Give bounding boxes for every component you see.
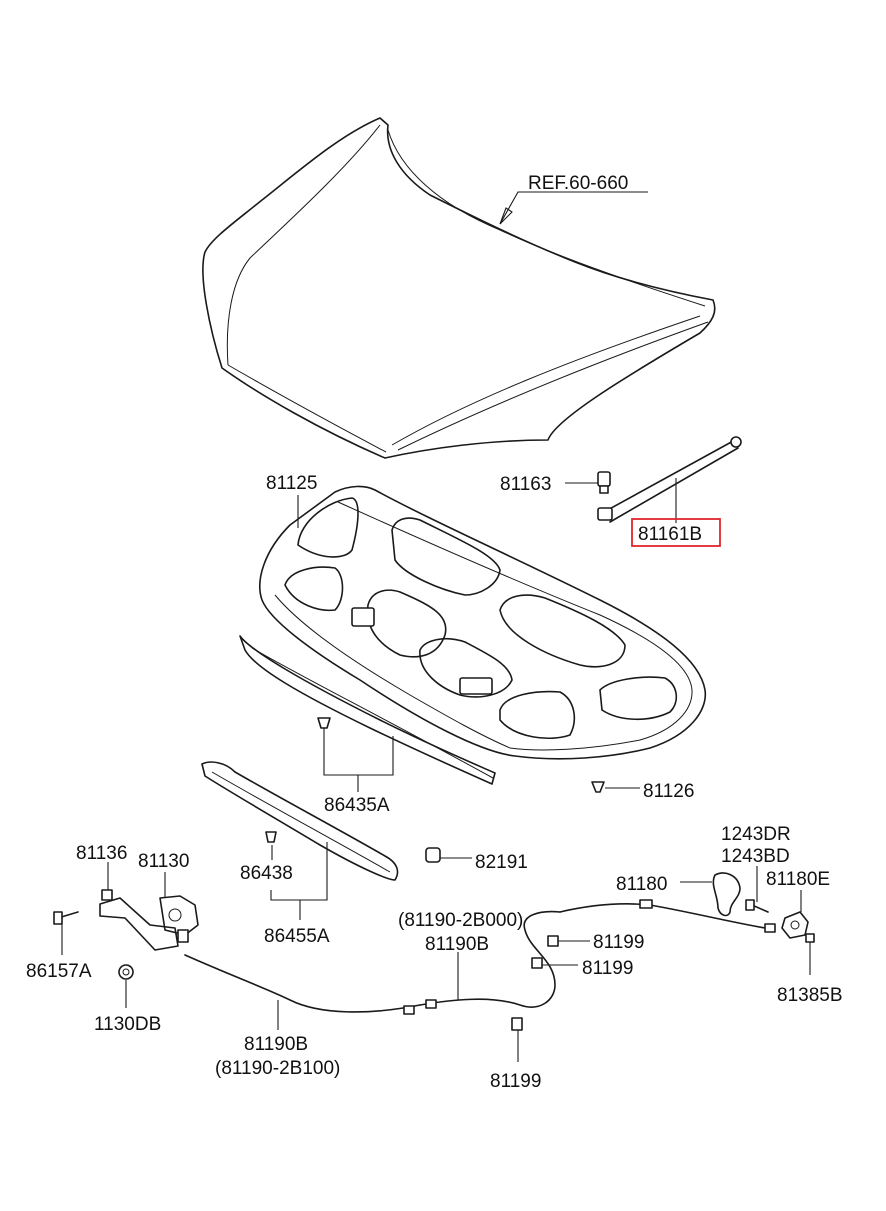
- label-81190b-upper: 81190B: [425, 934, 489, 955]
- label-81190b-lower: 81190B: [244, 1034, 308, 1055]
- label-81199-c: 81199: [490, 1071, 541, 1092]
- label-82191: 82191: [475, 852, 528, 873]
- label-81199-b: 81199: [582, 958, 633, 979]
- bumper-82191: [425, 847, 441, 863]
- label-81190-2b100: (81190-2B100): [215, 1058, 340, 1079]
- stud-81163: [597, 471, 611, 494]
- label-86438: 86438: [240, 863, 293, 884]
- label-81180: 81180: [616, 874, 667, 895]
- hood-latch-assembly: [99, 889, 199, 951]
- release-cable-lower: [184, 910, 561, 1015]
- label-1243dr: 1243DR: [721, 824, 791, 845]
- hood-weatherstrip: [239, 635, 496, 785]
- label-1130db: 1130DB: [94, 1014, 161, 1035]
- label-81161b: 81161B: [638, 524, 702, 545]
- label-ref: REF.60-660: [528, 173, 628, 194]
- hood-lift-support: [597, 436, 742, 523]
- label-81130: 81130: [138, 851, 189, 872]
- label-81385b: 81385B: [777, 985, 843, 1006]
- release-lever-81180e: [781, 911, 809, 939]
- hood-insulator-pad: [259, 485, 707, 760]
- label-86157a: 86157A: [26, 961, 92, 982]
- label-86435a: 86435A: [324, 795, 390, 816]
- label-81163: 81163: [500, 474, 551, 495]
- bolt-86157a: [53, 911, 79, 925]
- clip-81126: [591, 781, 605, 793]
- cowl-seal: [201, 761, 399, 881]
- bolt-1130db: [118, 964, 134, 980]
- screw-81385b: [805, 933, 815, 943]
- label-81136: 81136: [76, 843, 127, 864]
- label-86455a: 86455A: [264, 926, 330, 947]
- label-81125: 81125: [266, 473, 317, 494]
- part-labels: REF.60-660 81163 81161B 81125 81126 8643…: [26, 173, 843, 1092]
- clip-86438: [265, 831, 277, 843]
- cable-clips-81199: [511, 935, 559, 1031]
- hood-panel: [202, 117, 716, 459]
- leader-lines: [61, 191, 811, 1062]
- label-81199-a: 81199: [593, 932, 644, 953]
- release-cable-upper: [559, 899, 776, 933]
- label-81180e: 81180E: [766, 869, 830, 890]
- label-81190-2b000: (81190-2B000): [398, 910, 523, 931]
- release-handle-81180: [712, 872, 741, 917]
- label-81126: 81126: [643, 781, 694, 802]
- label-1243bd: 1243BD: [721, 846, 790, 867]
- clip-86435a: [317, 717, 331, 729]
- bolt-1243: [745, 899, 769, 913]
- highlight-box: [631, 518, 721, 547]
